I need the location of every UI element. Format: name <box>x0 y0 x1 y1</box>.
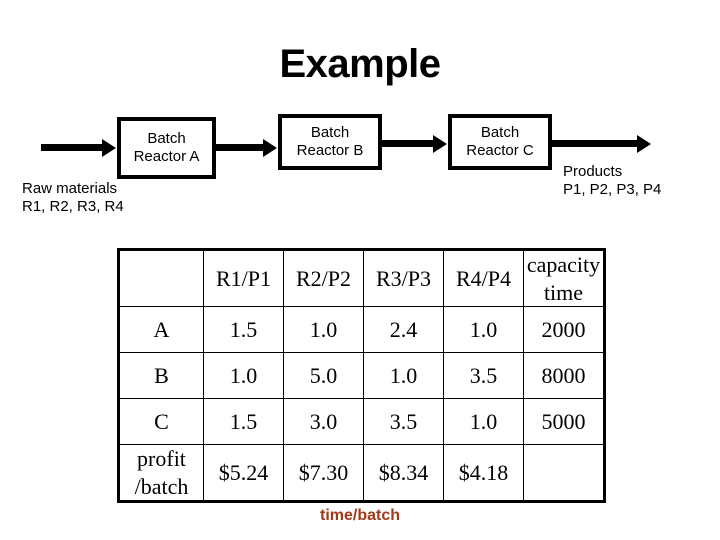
reactor-box-b-line1: Batch <box>310 124 350 142</box>
arrow-right-icon-inlet <box>41 144 103 151</box>
arrow-right-icon-a-to-b <box>216 144 264 151</box>
products-label: Products P1, P2, P3, P4 <box>563 163 661 200</box>
table-header-row: R1/P1 R2/P2 R3/P3 R4/P4 capacity time <box>118 249 605 307</box>
time-per-batch-caption: time/batch <box>319 507 400 524</box>
row-label-c: C <box>118 398 204 445</box>
reactor-box-b: Batch Reactor B <box>278 114 382 170</box>
reactor-data-table: R1/P1 R2/P2 R3/P3 R4/P4 capacity time A … <box>117 248 606 503</box>
raw-materials-line1: Raw materials <box>22 180 118 197</box>
process-flow-diagram: Batch Reactor A Batch Reactor B Batch Re… <box>0 0 720 230</box>
header-cell-r1p1: R1/P1 <box>203 249 284 307</box>
cell-profit-r2p2: $7.30 <box>283 444 364 502</box>
table-row: C 1.5 3.0 3.5 1.0 5000 <box>118 398 605 445</box>
profit-label-line1: profit <box>137 446 186 471</box>
capacity-label-line2: time <box>543 279 584 305</box>
cell-c-r2p2: 3.0 <box>283 398 364 445</box>
arrow-right-icon-outlet <box>552 140 638 147</box>
reactor-box-c: Batch Reactor C <box>448 114 552 170</box>
reactor-box-a: Batch Reactor A <box>117 117 216 179</box>
header-cell-capacity-time: capacity time <box>523 249 605 307</box>
raw-materials-label: Raw materials R1, R2, R3, R4 <box>22 180 124 217</box>
reactor-box-a-line1: Batch <box>147 130 186 148</box>
capacity-label-line1: capacity <box>526 252 601 277</box>
cell-b-capacity: 8000 <box>523 352 605 399</box>
cell-c-capacity: 5000 <box>523 398 605 445</box>
row-label-profit-batch: profit /batch <box>118 444 204 502</box>
cell-a-capacity: 2000 <box>523 306 605 353</box>
reactor-box-a-line2: Reactor A <box>133 148 200 165</box>
header-cell-corner <box>118 249 204 307</box>
raw-materials-line2: R1, R2, R3, R4 <box>22 198 124 216</box>
cell-c-r3p3: 3.5 <box>363 398 444 445</box>
row-label-a: A <box>118 306 204 353</box>
table-row: A 1.5 1.0 2.4 1.0 2000 <box>118 306 605 353</box>
row-label-b: B <box>118 352 204 399</box>
page-title: Example <box>279 42 441 86</box>
cell-c-r1p1: 1.5 <box>203 398 284 445</box>
reactor-box-c-line1: Batch <box>480 124 520 142</box>
table-row-profit: profit /batch $5.24 $7.30 $8.34 $4.18 <box>118 444 605 502</box>
reactor-box-c-line2: Reactor C <box>466 142 534 159</box>
header-cell-r4p4: R4/P4 <box>443 249 524 307</box>
cell-b-r1p1: 1.0 <box>203 352 284 399</box>
arrow-right-icon-b-to-c <box>382 140 434 147</box>
cell-profit-capacity <box>523 444 605 502</box>
cell-profit-r4p4: $4.18 <box>443 444 524 502</box>
cell-a-r4p4: 1.0 <box>443 306 524 353</box>
cell-b-r2p2: 5.0 <box>283 352 364 399</box>
products-line1: Products <box>563 163 623 180</box>
cell-b-r3p3: 1.0 <box>363 352 444 399</box>
cell-profit-r3p3: $8.34 <box>363 444 444 502</box>
cell-a-r2p2: 1.0 <box>283 306 364 353</box>
cell-a-r1p1: 1.5 <box>203 306 284 353</box>
cell-c-r4p4: 1.0 <box>443 398 524 445</box>
reactor-box-b-line2: Reactor B <box>296 142 364 159</box>
cell-b-r4p4: 3.5 <box>443 352 524 399</box>
table-row: B 1.0 5.0 1.0 3.5 8000 <box>118 352 605 399</box>
header-cell-r3p3: R3/P3 <box>363 249 444 307</box>
profit-label-line2: /batch <box>134 473 189 499</box>
cell-profit-r1p1: $5.24 <box>203 444 284 502</box>
cell-a-r3p3: 2.4 <box>363 306 444 353</box>
products-line2: P1, P2, P3, P4 <box>563 181 662 199</box>
header-cell-r2p2: R2/P2 <box>283 249 364 307</box>
